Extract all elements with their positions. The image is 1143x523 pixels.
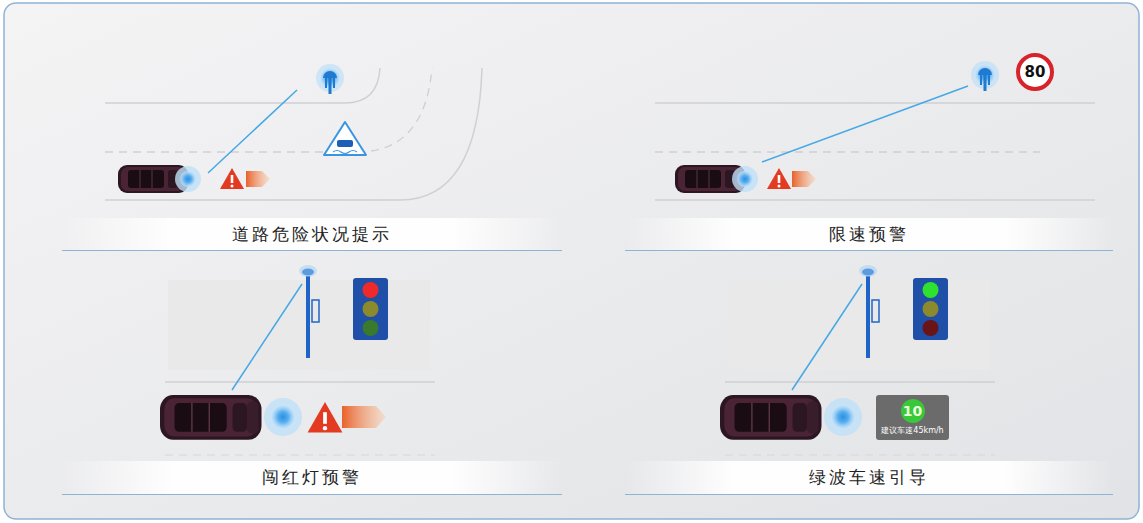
caption-text: 闯红灯预警 (262, 466, 362, 489)
hint-text: 建议车速45km/h (881, 425, 943, 436)
caption-band: 道路危险状况提示 (62, 218, 562, 251)
caption-band: 绿波车速引导 (625, 461, 1113, 495)
value-text: 10 (901, 399, 925, 423)
caption-text: 限速预警 (829, 223, 909, 246)
speed-limit-sign: 80 (1016, 53, 1054, 91)
caption-text: 道路危险状况提示 (232, 223, 392, 246)
speed-display: 10 建议车速45km/h (876, 395, 949, 440)
caption-band: 闯红灯预警 (62, 461, 562, 495)
caption-text: 绿波车速引导 (809, 466, 929, 489)
red-light-scene (160, 265, 435, 455)
green-wave-scene (720, 265, 995, 455)
road-hazard-scene (105, 64, 482, 200)
caption-band: 限速预警 (625, 218, 1113, 251)
value-text: 80 (1025, 63, 1046, 81)
